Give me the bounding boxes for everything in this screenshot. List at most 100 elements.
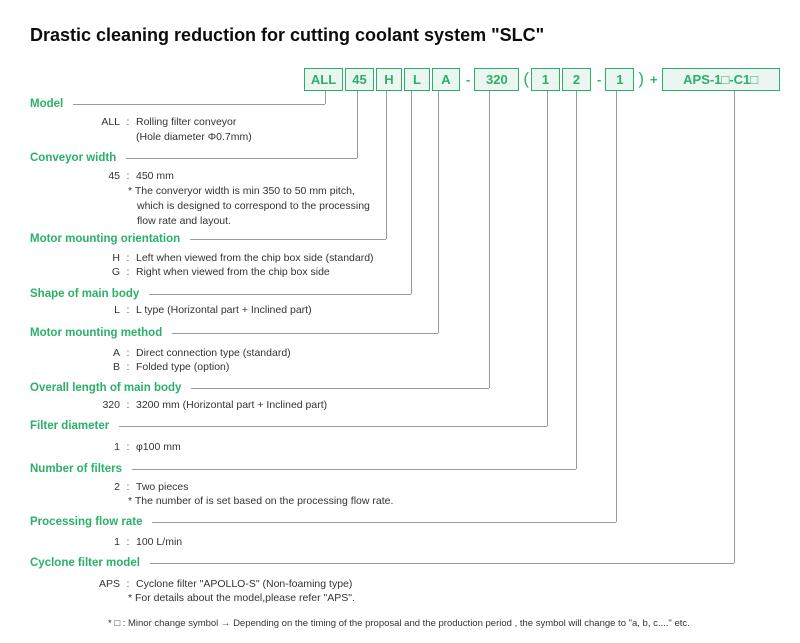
entry-text: Right when viewed from the chip box side (136, 266, 330, 278)
code-box-filter-count: 2 (562, 68, 592, 91)
section-header-body-shape: Shape of main body (30, 287, 411, 301)
entry-code: L (114, 304, 120, 316)
code-separator-dash: - (466, 72, 471, 87)
connector-hline (191, 387, 489, 389)
entry-row: A : Direct connection type (standard) (30, 347, 291, 359)
entry-text: Rolling filter conveyor (136, 116, 237, 128)
code-open-paren: ( (523, 68, 530, 88)
entry-code: 1 (114, 536, 120, 548)
connector-vline-overall-length (489, 91, 490, 388)
entry-code: ALL (101, 116, 120, 128)
entry-text: φ100 mm (136, 441, 181, 453)
connector-hline (152, 521, 616, 523)
section-label: Processing flow rate (30, 516, 143, 528)
connector-hline (149, 293, 411, 295)
section-header-flow-rate: Processing flow rate (30, 515, 616, 529)
entry-colon: : (126, 170, 130, 182)
connector-vline-filter-diameter (547, 91, 548, 426)
connector-hline (73, 103, 325, 105)
note-line: * The converyor width is min 350 to 50 m… (128, 185, 355, 197)
section-label: Model (30, 98, 64, 110)
entry-code: H (112, 252, 120, 264)
entry-text: Left when viewed from the chip box side … (136, 252, 374, 264)
connector-vline-cyclone-filter (734, 91, 735, 563)
entry-row: 1 : φ100 mm (30, 441, 181, 453)
connector-vline-motor-orientation (386, 91, 387, 239)
entry-colon: : (126, 304, 130, 316)
entry-row: 45 : 450 mm (30, 170, 174, 182)
connector-vline-model (325, 91, 326, 104)
section-label: Filter diameter (30, 420, 110, 432)
section-header-overall-length: Overall length of main body (30, 381, 489, 395)
entry-row: 1 : 100 L/min (30, 536, 182, 548)
entry-text: Folded type (option) (136, 361, 230, 373)
section-label: Conveyor width (30, 152, 117, 164)
connector-vline-mounting-method (438, 91, 439, 333)
section-label: Motor mounting orientation (30, 233, 181, 245)
code-box-motor-orientation: H (376, 68, 402, 91)
entry-text: 3200 mm (Horizontal part + Inclined part… (136, 399, 328, 411)
entry-colon: : (126, 536, 130, 548)
section-header-model: Model (30, 97, 325, 111)
model-code-row: ALL 45 H L A - 320 ( 1 2 - 1 ) + APS-1□-… (304, 68, 782, 91)
connector-vline-filter-count (576, 91, 577, 469)
entry-row: 2 : Two pieces (30, 481, 189, 493)
entry-text: L type (Horizontal part + Inclined part) (136, 304, 312, 316)
code-box-model: ALL (304, 68, 343, 91)
entry-row: L : L type (Horizontal part + Inclined p… (30, 304, 312, 316)
entry-colon: : (126, 361, 130, 373)
section-header-cyclone-filter: Cyclone filter model (30, 556, 734, 570)
code-box-overall-length: 320 (474, 68, 520, 91)
note-line: flow rate and layout. (137, 215, 231, 227)
entry-code: 45 (108, 170, 120, 182)
connector-hline (119, 425, 547, 427)
connector-vline-conveyor-width (357, 91, 358, 158)
connector-hline (149, 562, 734, 564)
entry-colon: : (126, 481, 130, 493)
connector-vline-body-shape (411, 91, 412, 294)
section-header-filter-count: Number of filters (30, 462, 576, 476)
entry-row: ALL : Rolling filter conveyor (30, 116, 236, 128)
connector-hline (190, 238, 386, 240)
note-line: * For details about the model,please ref… (128, 592, 355, 604)
entry-row: G : Right when viewed from the chip box … (30, 266, 330, 278)
code-separator-dash: - (597, 72, 602, 87)
entry-text: 450 mm (136, 170, 174, 182)
section-header-filter-diameter: Filter diameter (30, 419, 547, 433)
entry-row: H : Left when viewed from the chip box s… (30, 252, 374, 264)
entry-colon: : (126, 266, 130, 278)
section-label: Overall length of main body (30, 382, 182, 394)
connector-hline (126, 157, 357, 159)
entry-colon: : (126, 116, 130, 128)
section-label: Motor mounting method (30, 327, 163, 339)
section-label: Shape of main body (30, 288, 140, 300)
section-header-motor-orientation: Motor mounting orientation (30, 232, 386, 246)
entry-code: 2 (114, 481, 120, 493)
entry-code: G (111, 266, 120, 278)
note-line: * The number of is set based on the proc… (128, 495, 394, 507)
code-separator-plus: + (650, 72, 658, 87)
code-box-mounting-method: A (432, 68, 460, 91)
section-header-mounting-method: Motor mounting method (30, 326, 438, 340)
section-label: Cyclone filter model (30, 557, 140, 569)
entry-code: 1 (114, 441, 120, 453)
code-box-filter-diameter: 1 (531, 68, 561, 91)
code-box-flow-rate: 1 (605, 68, 635, 91)
code-box-body-shape: L (404, 68, 430, 91)
entry-extra-text: (Hole diameter Φ0.7mm) (136, 131, 252, 143)
entry-code: APS (98, 578, 120, 590)
code-close-paren: ) (638, 68, 645, 88)
entry-colon: : (126, 441, 130, 453)
connector-hline (132, 468, 576, 470)
entry-code: 320 (102, 399, 120, 411)
page-title: Drastic cleaning reduction for cutting c… (30, 25, 545, 45)
entry-colon: : (126, 347, 130, 359)
entry-text: 100 L/min (136, 536, 183, 548)
minor-change-footnote: * □ : Minor change symbol → Depending on… (108, 618, 690, 629)
entry-row: APS : Cyclone filter "APOLLO-S" (Non-foa… (30, 578, 352, 590)
entry-colon: : (126, 399, 130, 411)
entry-text: Two pieces (136, 481, 189, 493)
entry-colon: : (126, 252, 130, 264)
section-header-conveyor-width: Conveyor width (30, 151, 357, 165)
entry-row: B : Folded type (option) (30, 361, 229, 373)
